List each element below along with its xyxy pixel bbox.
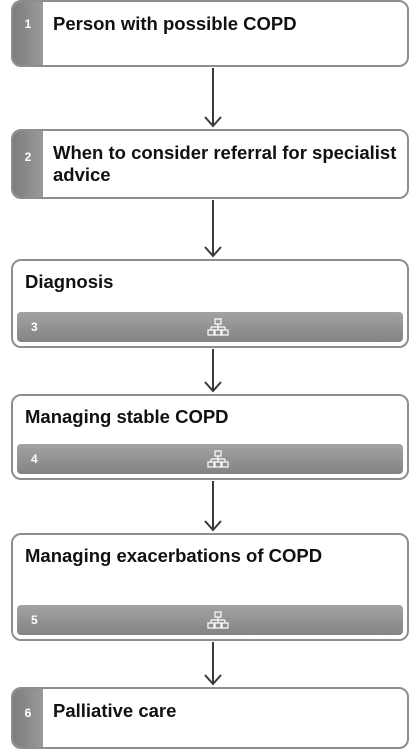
arrow-down-icon	[204, 349, 222, 393]
arrow-down-icon	[204, 481, 222, 532]
node-title: Diagnosis	[25, 271, 114, 292]
node-side-strip: 1	[13, 2, 43, 65]
hierarchy-icon[interactable]	[207, 611, 229, 629]
arrow-down-icon	[204, 68, 222, 128]
node-number: 5	[31, 613, 38, 627]
node-number: 2	[24, 150, 32, 164]
node-title: Palliative care	[53, 700, 177, 721]
hierarchy-icon[interactable]	[207, 450, 229, 468]
pathway-node-3[interactable]: Diagnosis 3	[11, 259, 409, 348]
pathway-node-1[interactable]: 1 Person with possible COPD	[11, 0, 409, 67]
arrow-down-icon	[204, 642, 222, 686]
node-footer-bar: 3	[17, 312, 403, 342]
pathway-node-6[interactable]: 6 Palliative care	[11, 687, 409, 749]
node-number: 3	[31, 320, 38, 334]
pathway-node-4[interactable]: Managing stable COPD 4	[11, 394, 409, 480]
node-title: Managing exacerbations of COPD	[25, 545, 323, 566]
node-number: 6	[24, 706, 32, 720]
node-title: When to consider referral for specialist…	[53, 142, 397, 185]
node-side-strip: 2	[13, 131, 43, 197]
node-footer-bar: 4	[17, 444, 403, 474]
node-title: Person with possible COPD	[53, 13, 297, 34]
node-footer-bar: 5	[17, 605, 403, 635]
arrow-down-icon	[204, 200, 222, 258]
node-number: 4	[31, 452, 38, 466]
hierarchy-icon[interactable]	[207, 318, 229, 336]
pathway-node-2[interactable]: 2 When to consider referral for speciali…	[11, 129, 409, 199]
node-title: Managing stable COPD	[25, 406, 229, 427]
node-side-strip: 6	[13, 689, 43, 747]
pathway-node-5[interactable]: Managing exacerbations of COPD 5	[11, 533, 409, 641]
node-number: 1	[24, 17, 32, 31]
